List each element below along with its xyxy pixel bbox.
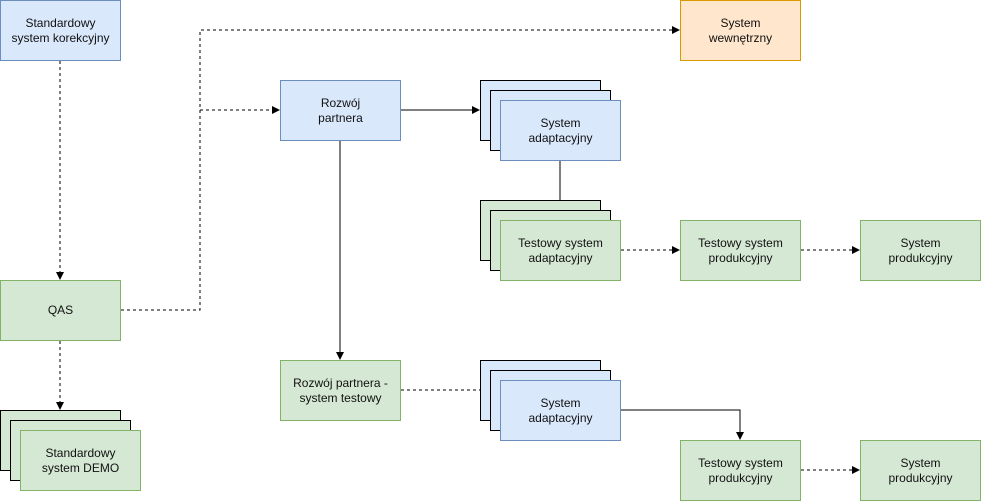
node-test-production-system-bottom[interactable]: Testowy system produkcyjny (680, 440, 801, 501)
node-partner-test-system[interactable]: Rozwój partnera - system testowy (280, 360, 401, 421)
node-standard-correction-system[interactable]: Standardowy system korekcyjny (0, 0, 121, 61)
node-test-production-system-top[interactable]: Testowy system produkcyjny (680, 220, 801, 281)
node-qas[interactable]: QAS (0, 280, 121, 341)
node-production-system-bottom[interactable]: System produkcyjny (860, 440, 981, 501)
node-standard-demo-system[interactable]: Standardowy system DEMO (20, 430, 141, 491)
edge-adapt-bottom-to-test-prod (621, 409, 744, 440)
node-partner-development[interactable]: Rozwój partnera (280, 80, 401, 141)
edge-qas-to-internal (121, 26, 680, 311)
node-test-adaptive-system[interactable]: Testowy system adaptacyjny (500, 220, 621, 281)
node-internal-system[interactable]: System wewnętrzny (680, 0, 801, 61)
node-adaptive-system-bottom[interactable]: System adaptacyjny (500, 380, 621, 441)
node-production-system-top[interactable]: System produkcyjny (860, 220, 981, 281)
node-adaptive-system-top[interactable]: System adaptacyjny (500, 100, 621, 161)
